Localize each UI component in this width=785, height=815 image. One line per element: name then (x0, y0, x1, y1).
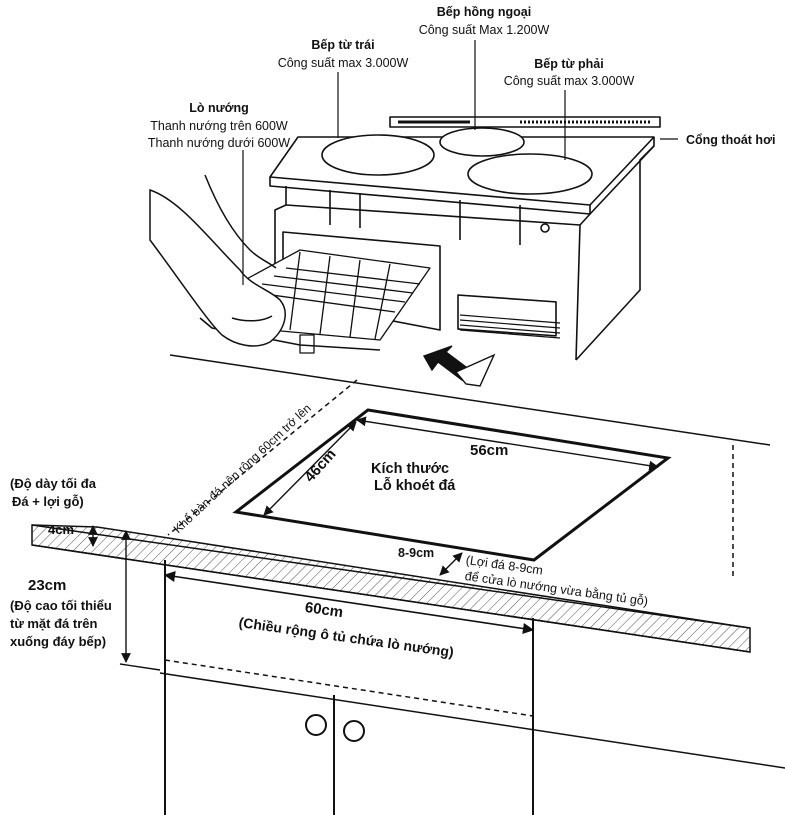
infrared-burner (439, 127, 525, 157)
oven-title: Lò nướng (189, 101, 249, 115)
cutout-length: 56cm (470, 442, 509, 459)
infrared-burner-title: Bếp hồng ngoại (436, 5, 532, 19)
cabinet-width-arrow (163, 570, 535, 635)
right-induction-power: Công suất max 3.000W (503, 74, 635, 88)
height-value: 23cm (28, 577, 67, 594)
cutout-title-line1: Kích thước (371, 461, 450, 477)
vertical-dimensions (88, 525, 161, 671)
thickness-label-line2: Đá + lợi gỗ) (12, 494, 84, 509)
cooktop-unit (199, 116, 661, 361)
thickness-label-line1: (Độ dày tối đa (10, 476, 96, 491)
front-edge-offset: 8-9cm (398, 546, 435, 560)
cutout-title-line2: Lỗ khoét đá (374, 478, 456, 494)
left-induction-power: Công suất max 3.000W (277, 56, 409, 70)
callout-leaders (242, 40, 678, 285)
vent-port-title: Cổng thoát hơi (686, 133, 776, 147)
left-burner (321, 134, 435, 176)
door-knob-right (343, 720, 365, 742)
countertop (31, 354, 771, 717)
door-knob-left (305, 714, 327, 736)
oven-lower-element: Thanh nướng dưới 600W (147, 136, 291, 150)
right-induction-title: Bếp từ phải (534, 57, 604, 71)
counter-edge (31, 524, 751, 653)
left-induction-title: Bếp từ trái (311, 38, 375, 52)
slide-arrow (422, 345, 496, 387)
height-label-line2: từ mặt đá trên (10, 616, 98, 631)
right-burner (467, 153, 593, 195)
vent-slots (459, 314, 561, 339)
oven-upper-element: Thanh nướng trên 600W (150, 119, 288, 133)
thickness-value: 4cm (48, 522, 75, 537)
hands-illustration (149, 174, 286, 347)
height-label-line1: (Độ cao tối thiểu (10, 598, 112, 613)
infrared-burner-power: Công suất Max 1.200W (418, 23, 550, 37)
height-label-line3: xuống đáy bếp) (10, 634, 107, 649)
